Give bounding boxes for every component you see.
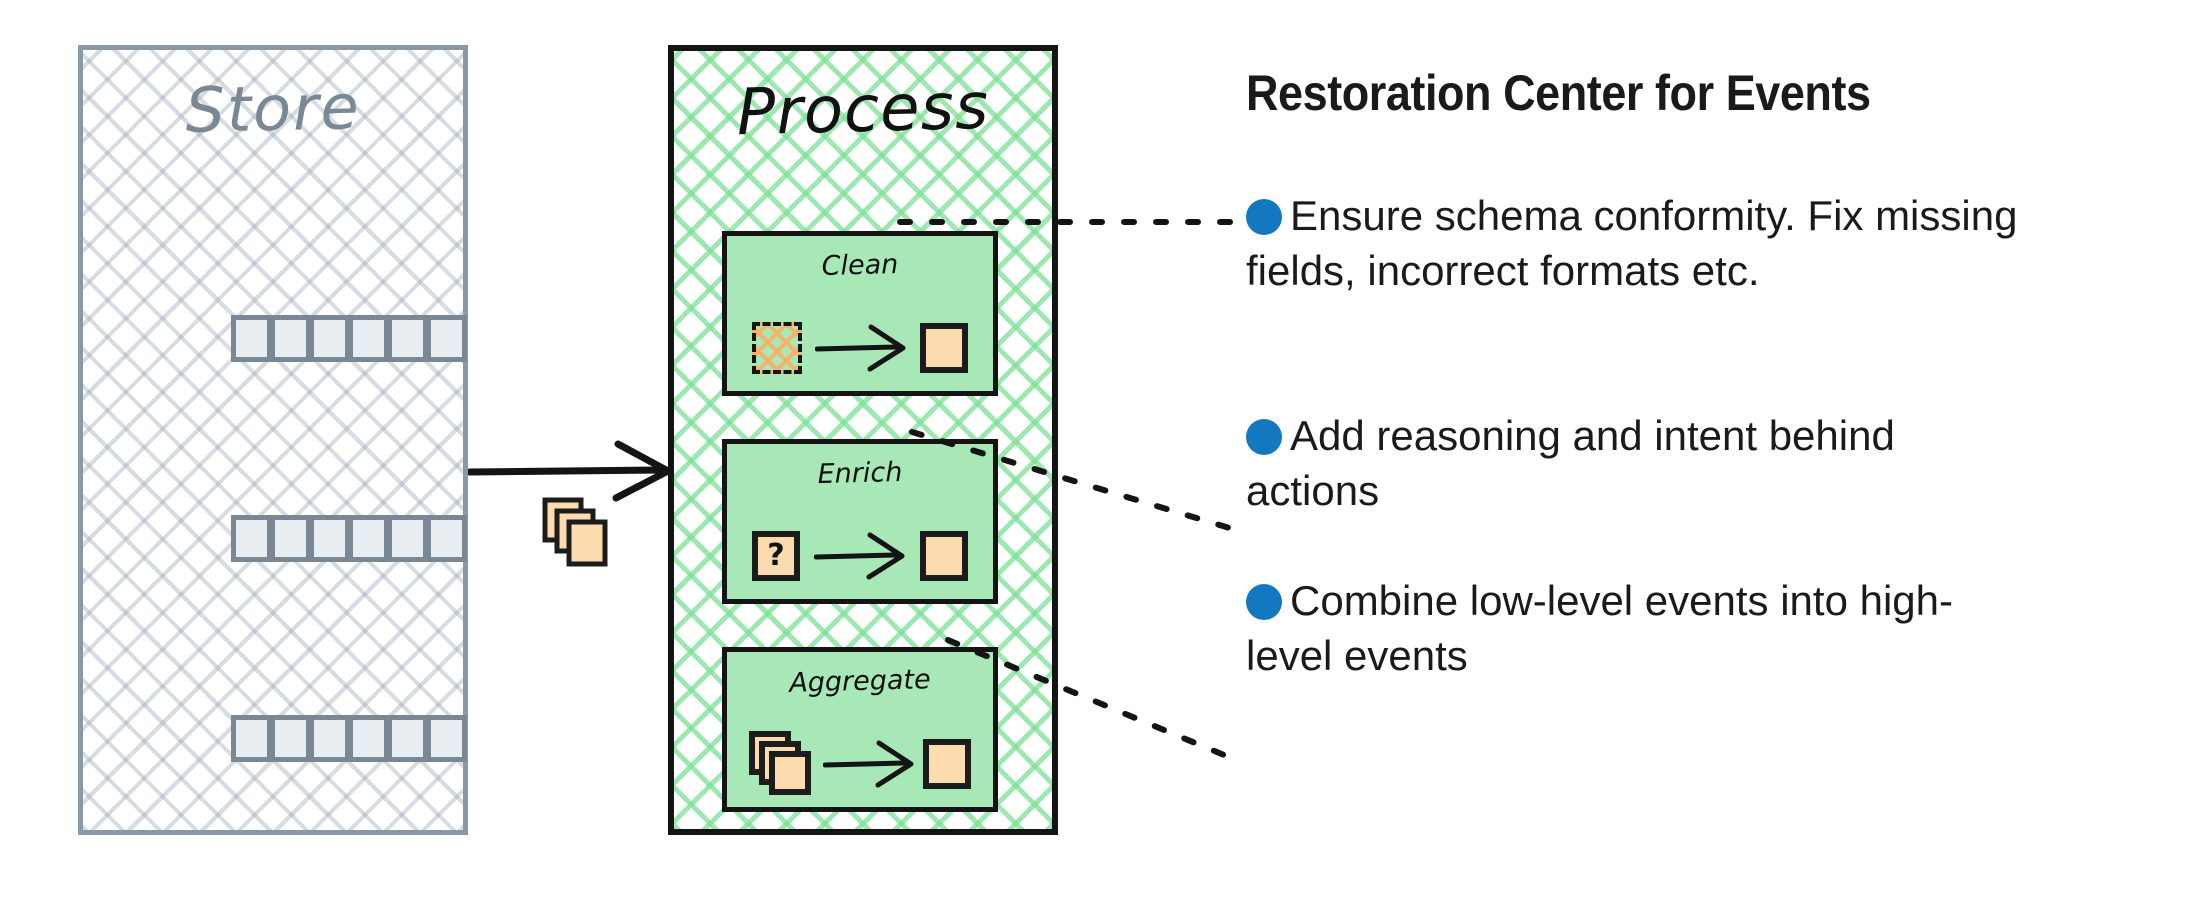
right-arrow-icon [823, 740, 914, 788]
question-glyph: ? [767, 538, 785, 573]
process-step-label: Aggregate [788, 664, 932, 699]
process-step-aggregate: Aggregate [722, 647, 998, 812]
store-row [231, 515, 467, 562]
bullet-item: Add reasoning and intent behind actions [1246, 408, 2036, 519]
process-step-label: Clean [821, 249, 899, 282]
bullet-dot-icon [1246, 419, 1282, 455]
store-row [231, 715, 467, 762]
store-title: Store [184, 70, 362, 147]
store-cell [348, 315, 389, 362]
process-title: Process [735, 69, 991, 151]
store-cell [348, 715, 389, 762]
store-cell [309, 315, 350, 362]
dirty-hatched-square-icon [751, 322, 802, 374]
process-panel: Process Clean Enrich ? [668, 45, 1058, 835]
store-cell [270, 715, 311, 762]
question-square-icon: ? [752, 531, 800, 581]
store-cell [309, 715, 350, 762]
store-hatch-pattern [83, 50, 463, 830]
store-cell [387, 315, 428, 362]
right-arrow-icon [814, 324, 906, 372]
store-cell [348, 515, 389, 562]
store-cell [426, 315, 467, 362]
store-cell [387, 715, 428, 762]
event-card-stack-icon [540, 495, 630, 579]
stacked-squares-icon [749, 731, 815, 797]
store-cell [426, 715, 467, 762]
clean-square-icon [923, 739, 971, 789]
process-step-label: Enrich [817, 456, 903, 491]
callout-panel: Restoration Center for Events [1246, 64, 2146, 122]
store-cell [270, 515, 311, 562]
store-row [231, 315, 467, 362]
bullet-item: Ensure schema conformity. Fix missing fi… [1246, 188, 2036, 299]
bullet-text: Combine low-level events into high-level… [1246, 577, 1953, 680]
bullet-text: Ensure schema conformity. Fix missing fi… [1246, 192, 2018, 295]
clean-square-icon [920, 323, 969, 373]
store-cell [270, 315, 311, 362]
panel-title: Restoration Center for Events [1246, 65, 1871, 121]
process-step-clean: Clean [722, 231, 998, 396]
store-cell [231, 515, 272, 562]
bullet-dot-icon [1246, 199, 1282, 235]
store-panel: Store [78, 45, 468, 835]
process-step-enrich: Enrich ? [722, 439, 998, 604]
bullet-text: Add reasoning and intent behind actions [1246, 412, 1895, 515]
clean-square-icon [920, 531, 968, 581]
right-arrow-icon [814, 532, 905, 580]
bullet-item: Combine low-level events into high-level… [1246, 573, 2036, 684]
store-cell [309, 515, 350, 562]
bullet-dot-icon [1246, 584, 1282, 620]
store-cell [426, 515, 467, 562]
store-cell [231, 715, 272, 762]
store-cell [387, 515, 428, 562]
store-cell [231, 315, 272, 362]
